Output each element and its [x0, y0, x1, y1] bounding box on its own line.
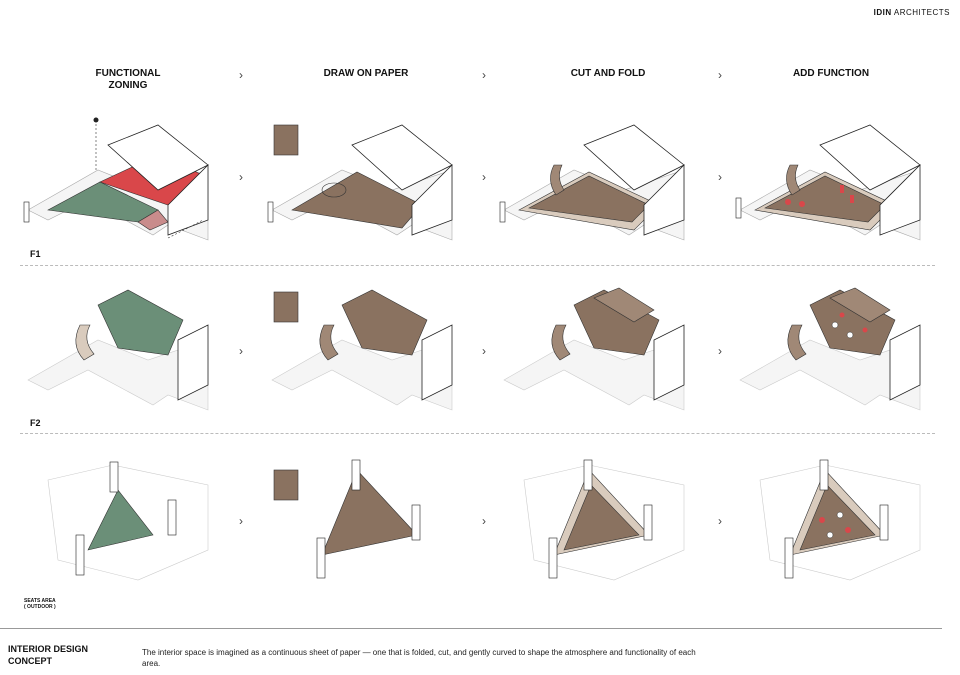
diagram-seats-draw-on-paper: [262, 450, 462, 590]
row-divider: [20, 433, 935, 434]
row-label-f1: F1: [30, 249, 41, 259]
brand-logo: IDIN ARCHITECTS: [873, 8, 950, 17]
diagram-seats-add-function: [730, 450, 930, 590]
chevron-right-icon: ›: [718, 68, 722, 82]
concept-title: INTERIOR DESIGN CONCEPT: [8, 644, 89, 666]
diagram-f2-draw-on-paper: [262, 280, 462, 420]
diagram-f2-functional-zoning: [18, 280, 218, 420]
chevron-right-icon: ›: [718, 514, 722, 528]
chevron-right-icon: ›: [239, 170, 243, 184]
chevron-right-icon: ›: [482, 68, 486, 82]
chevron-right-icon: ›: [482, 344, 486, 358]
diagram-f2-add-function: [730, 280, 930, 420]
chevron-right-icon: ›: [718, 170, 722, 184]
column-heading-draw-on-paper: DRAW ON PAPER: [323, 68, 409, 79]
row-label-seats-area: SEATS AREA ( OUTDOOR ): [24, 598, 56, 610]
column-heading-add-function: ADD FUNCTION: [792, 68, 870, 79]
chevron-right-icon: ›: [239, 68, 243, 82]
diagram-f1-cut-and-fold: [494, 110, 694, 250]
chevron-right-icon: ›: [718, 344, 722, 358]
chevron-right-icon: ›: [239, 514, 243, 528]
diagram-f1-functional-zoning: [18, 110, 218, 250]
row-label-f2: F2: [30, 418, 41, 428]
row-divider: [20, 265, 935, 266]
diagram-seats-cut-and-fold: [494, 450, 694, 590]
concept-description: The interior space is imagined as a cont…: [142, 648, 696, 668]
diagram-f1-add-function: [730, 110, 930, 250]
footer-divider: [0, 628, 942, 629]
chevron-right-icon: ›: [239, 344, 243, 358]
column-heading-cut-and-fold: CUT AND FOLD: [570, 68, 646, 79]
chevron-right-icon: ›: [482, 514, 486, 528]
diagram-f1-draw-on-paper: [262, 110, 462, 250]
diagram-seats-functional-zoning: [18, 450, 218, 590]
diagram-f2-cut-and-fold: [494, 280, 694, 420]
column-heading-functional-zoning: FUNCTIONAL ZONING: [95, 68, 161, 91]
chevron-right-icon: ›: [482, 170, 486, 184]
